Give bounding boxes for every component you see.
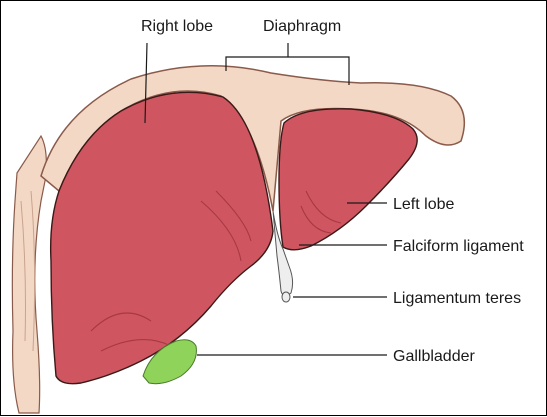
label-falciform-ligament: Falciform ligament	[393, 238, 524, 255]
label-left-lobe: Left lobe	[393, 196, 454, 213]
left-lobe-shape	[279, 109, 417, 250]
label-ligamentum-teres: Ligamentum teres	[393, 290, 521, 307]
label-diaphragm: Diaphragm	[263, 18, 341, 35]
label-right-lobe: Right lobe	[141, 18, 213, 35]
body-wall	[12, 136, 46, 413]
ligamentum-teres-shape	[282, 292, 290, 302]
label-gallbladder: Gallbladder	[393, 348, 476, 365]
